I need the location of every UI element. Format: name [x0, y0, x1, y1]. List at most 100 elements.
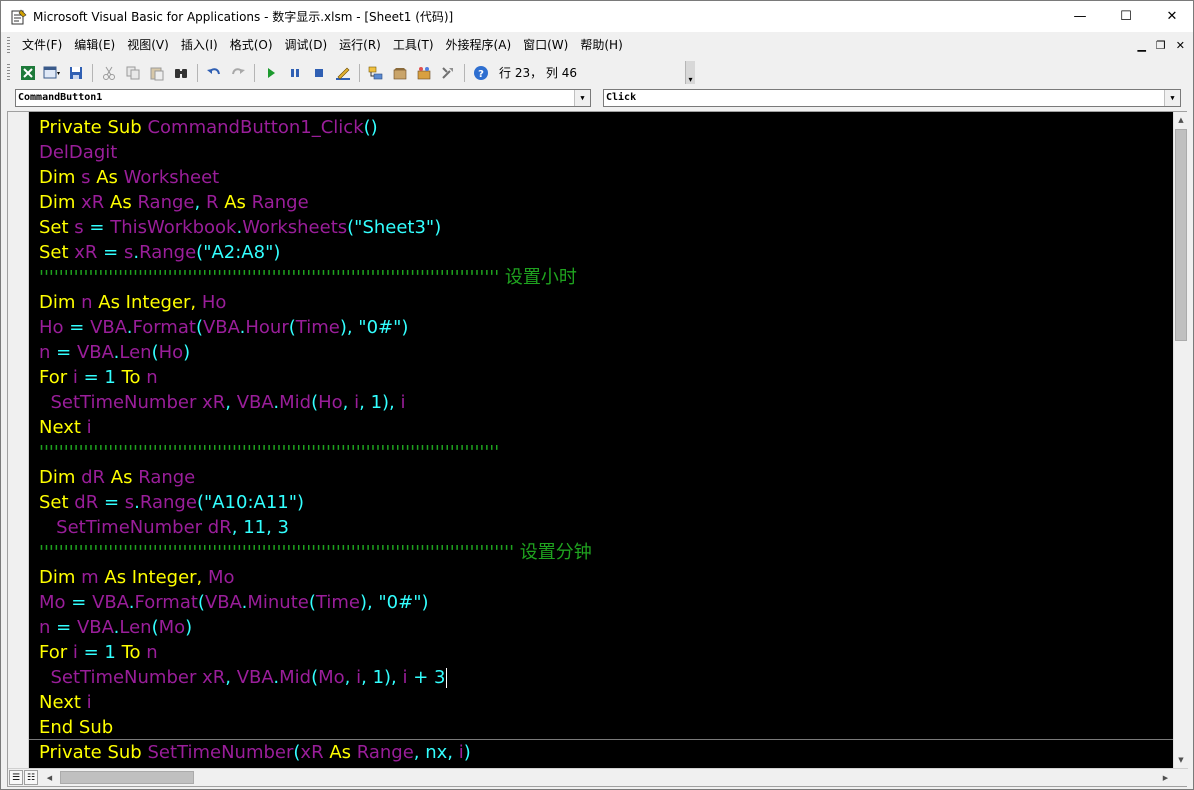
- code-line-23[interactable]: SetTimeNumber xR, VBA.Mid(Mo, i, 1), i +…: [39, 665, 447, 690]
- menu-tools[interactable]: 工具(T): [392, 38, 434, 52]
- toolbox-icon[interactable]: [438, 63, 458, 83]
- code-line-17[interactable]: SetTimeNumber dR, 11, 3: [39, 515, 289, 540]
- code-token: =: [83, 217, 111, 238]
- toolbar-separator: [464, 63, 465, 82]
- code-line-5[interactable]: Set s = ThisWorkbook.Worksheets("Sheet3"…: [39, 215, 441, 240]
- full-module-view-icon[interactable]: ☷: [24, 770, 38, 785]
- code-token: (: [308, 592, 316, 613]
- undo-icon[interactable]: [204, 63, 224, 83]
- toolbar-separator: [254, 63, 255, 82]
- menu-file[interactable]: 文件(F): [22, 38, 63, 52]
- scroll-up-icon[interactable]: ▲: [1178, 116, 1184, 124]
- mdi-close-button[interactable]: ✕: [1175, 39, 1185, 52]
- mdi-restore-button[interactable]: ❐: [1155, 39, 1166, 52]
- menu-addins[interactable]: 外接程序(A): [445, 38, 512, 52]
- code-line-26[interactable]: Private Sub SetTimeNumber(xR As Range, n…: [39, 740, 471, 765]
- menu-view[interactable]: 视图(V): [127, 38, 169, 52]
- code-token: =: [97, 242, 124, 263]
- menu-edit[interactable]: 编辑(E): [74, 38, 116, 52]
- code-line-6[interactable]: Set xR = s.Range("A2:A8"): [39, 240, 280, 265]
- code-line-15[interactable]: Dim dR As Range: [39, 465, 195, 490]
- code-line-22[interactable]: For i = 1 To n: [39, 640, 158, 665]
- run-icon[interactable]: [261, 63, 281, 83]
- find-icon[interactable]: [171, 63, 191, 83]
- code-token: (: [197, 592, 205, 613]
- code-line-19[interactable]: Dim m As Integer, Mo: [39, 565, 235, 590]
- code-line-3[interactable]: Dim s As Worksheet: [39, 165, 219, 190]
- properties-icon[interactable]: [390, 63, 410, 83]
- menu-help[interactable]: 帮助(H): [580, 38, 623, 52]
- toolbar-separator: [197, 63, 198, 82]
- code-token: ), "0#"): [359, 592, 429, 613]
- margin-indicator-bar[interactable]: [8, 112, 29, 768]
- toolbar-grip-icon[interactable]: [7, 63, 10, 82]
- horizontal-scroll-thumb[interactable]: [60, 771, 194, 784]
- code-line-13[interactable]: Next i: [39, 415, 92, 440]
- code-line-12[interactable]: SetTimeNumber xR, VBA.Mid(Ho, i, 1), i: [39, 390, 405, 415]
- vertical-scroll-thumb[interactable]: [1175, 129, 1187, 341]
- code-line-16[interactable]: Set dR = s.Range("A10:A11"): [39, 490, 304, 515]
- save-icon[interactable]: [66, 63, 86, 83]
- code-line-18[interactable]: ''''''''''''''''''''''''''''''''''''''''…: [39, 542, 592, 563]
- code-line-14[interactable]: ''''''''''''''''''''''''''''''''''''''''…: [39, 442, 500, 463]
- code-token: Time: [315, 592, 360, 613]
- design-mode-icon[interactable]: [333, 63, 353, 83]
- paste-icon[interactable]: [147, 63, 167, 83]
- code-line-7[interactable]: ''''''''''''''''''''''''''''''''''''''''…: [39, 267, 577, 288]
- code-line-9[interactable]: Ho = VBA.Format(VBA.Hour(Time), "0#"): [39, 315, 408, 340]
- code-line-21[interactable]: n = VBA.Len(Mo): [39, 615, 192, 640]
- code-line-11[interactable]: For i = 1 To n: [39, 365, 158, 390]
- code-token: Worksheet: [123, 167, 220, 188]
- scroll-right-icon[interactable]: ▶: [1162, 773, 1169, 782]
- object-browser-icon[interactable]: [414, 63, 434, 83]
- code-token: R: [205, 192, 219, 213]
- procedure-view-icon[interactable]: ☰: [9, 770, 23, 785]
- menu-window[interactable]: 窗口(W): [523, 38, 569, 52]
- menu-format[interactable]: 格式(O): [229, 38, 273, 52]
- menu-insert[interactable]: 插入(I): [180, 38, 218, 52]
- code-token: As: [218, 192, 252, 213]
- project-explorer-icon[interactable]: [366, 63, 386, 83]
- code-token: Len: [119, 617, 152, 638]
- code-token: Mo: [39, 592, 66, 613]
- mdi-minimize-button[interactable]: ▁: [1137, 39, 1146, 52]
- scroll-down-icon[interactable]: ▼: [1178, 756, 1184, 764]
- insert-module-icon[interactable]: [42, 63, 62, 83]
- procedure-combo-value: Click: [606, 92, 637, 103]
- code-line-2[interactable]: DelDagit: [39, 140, 117, 165]
- excel-icon[interactable]: [18, 63, 38, 83]
- reset-icon[interactable]: [309, 63, 329, 83]
- menu-grip-icon[interactable]: [7, 36, 10, 55]
- procedure-combo[interactable]: Click ▼: [603, 89, 1181, 107]
- code-token: For: [39, 642, 73, 663]
- vertical-scrollbar[interactable]: ▲ ▼: [1173, 112, 1188, 768]
- toolbar-overflow-button[interactable]: ▾: [685, 61, 695, 84]
- break-icon[interactable]: [285, 63, 305, 83]
- code-line-20[interactable]: Mo = VBA.Format(VBA.Minute(Time), "0#"): [39, 590, 429, 615]
- close-button[interactable]: ✕: [1166, 9, 1178, 24]
- code-line-24[interactable]: Next i: [39, 690, 92, 715]
- code-line-4[interactable]: Dim xR As Range, R As Range: [39, 190, 309, 215]
- redo-icon[interactable]: [228, 63, 248, 83]
- menu-debug[interactable]: 调试(D): [284, 38, 328, 52]
- scroll-left-icon[interactable]: ◀: [46, 773, 53, 782]
- code-token: Dim: [39, 467, 82, 488]
- object-combo-arrow-icon[interactable]: ▼: [574, 90, 590, 106]
- menu-run[interactable]: 运行(R): [339, 38, 381, 52]
- code-line-8[interactable]: Dim n As Integer, Ho: [39, 290, 226, 315]
- maximize-button[interactable]: ☐: [1120, 9, 1132, 24]
- code-line-25[interactable]: End Sub: [39, 717, 114, 738]
- copy-icon[interactable]: [123, 63, 143, 83]
- code-line-1[interactable]: Private Sub CommandButton1_Click(): [39, 115, 378, 140]
- minimize-button[interactable]: —: [1073, 9, 1087, 24]
- object-combo[interactable]: CommandButton1 ▼: [15, 89, 591, 107]
- cut-icon[interactable]: [99, 63, 119, 83]
- code-editor[interactable]: Private Sub CommandButton1_Click() DelDa…: [29, 112, 1173, 768]
- code-token: VBA: [202, 317, 240, 338]
- code-token: i: [72, 642, 78, 663]
- procedure-combo-arrow-icon[interactable]: ▼: [1164, 90, 1180, 106]
- help-icon[interactable]: ?: [471, 63, 491, 83]
- title-bar: Microsoft Visual Basic for Applications …: [1, 1, 1193, 32]
- code-token: Mo: [208, 567, 235, 588]
- code-line-10[interactable]: n = VBA.Len(Ho): [39, 340, 190, 365]
